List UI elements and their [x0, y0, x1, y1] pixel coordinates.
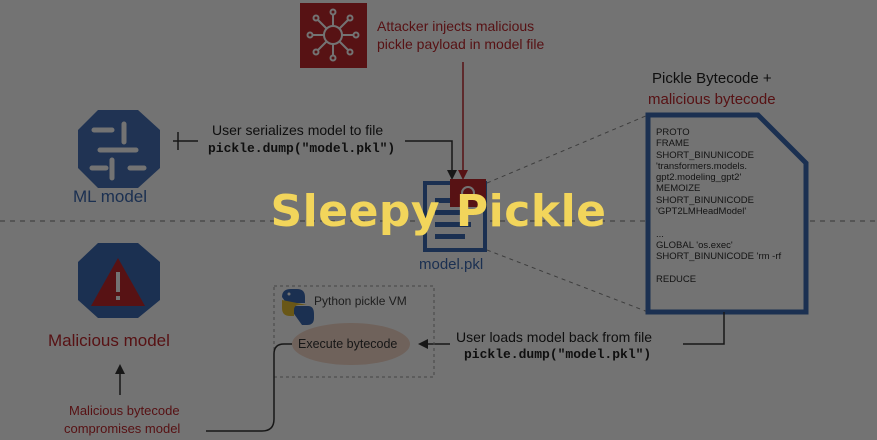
bytecode-line: 'transformers.models. [656, 160, 748, 172]
bytecode-line: REDUCE [656, 273, 697, 285]
bytecode-line: SHORT_BINUNICODE 'rm -rf [656, 251, 782, 263]
compromise-label-line2: compromises model [64, 421, 181, 436]
model-file-label: model.pkl [419, 256, 484, 273]
bytecode-line: PROTO [656, 127, 690, 138]
headline-title: Sleepy Pickle [270, 186, 607, 237]
bytecode-line [656, 263, 796, 274]
bytecode-line: FRAME [656, 138, 690, 150]
serialize-code: pickle.dump("model.pkl") [208, 141, 396, 156]
bytecode-line: gpt2.modeling_gpt2' [656, 172, 742, 184]
attacker-label-line2: pickle payload in model file [377, 36, 545, 52]
malicious-model-label: Malicious model [48, 331, 170, 350]
execute-bytecode-label: Execute bytecode [298, 337, 398, 351]
python-vm-label: Python pickle VM [314, 294, 407, 308]
load-label: User loads model back from file [456, 329, 653, 345]
attacker-label-line1: Attacker injects malicious [377, 18, 535, 34]
load-code: pickle.dump("model.pkl") [464, 347, 652, 362]
network-hub-icon [300, 3, 367, 68]
serialize-label: User serializes model to file [212, 122, 384, 138]
compromise-label-line1: Malicious bytecode [69, 403, 180, 418]
bytecode-line: GLOBAL 'os.exec' [656, 239, 733, 251]
brain-network-icon [78, 110, 160, 188]
warning-icon [78, 243, 160, 318]
bytecode-subtitle: malicious bytecode [648, 91, 776, 108]
bytecode-line: SHORT_BINUNICODE [656, 149, 755, 161]
bytecode-title: Pickle Bytecode + [652, 70, 772, 87]
